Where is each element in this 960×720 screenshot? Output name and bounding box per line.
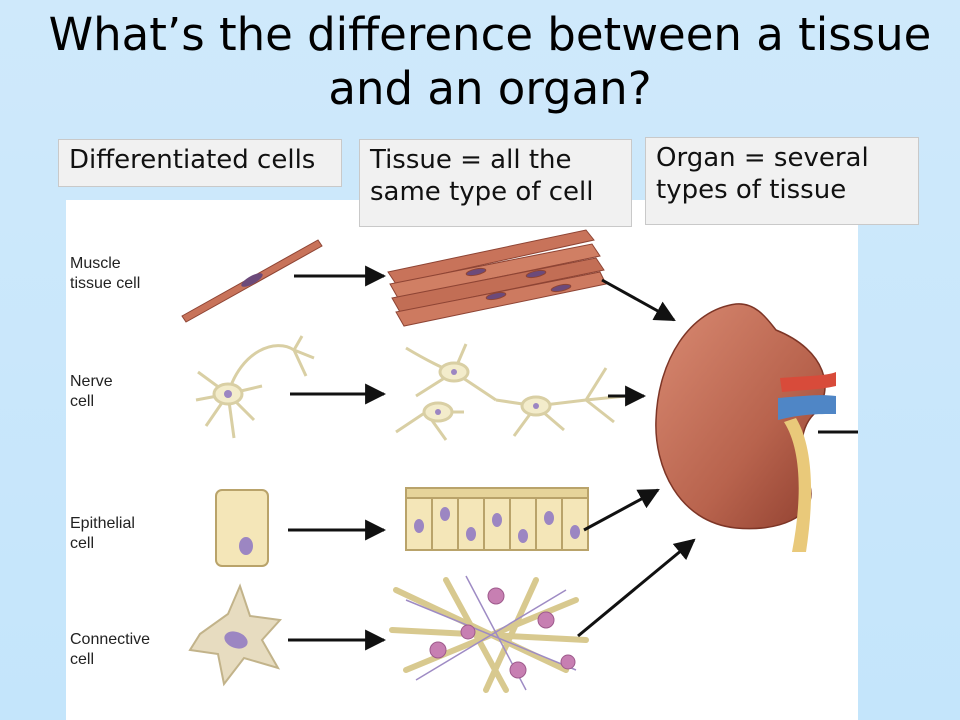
epithelial-tissue-icon [405, 487, 589, 551]
row-label-connective-line1: Connective [70, 631, 151, 648]
row-label-connective: Connective cell [70, 630, 150, 670]
organ-definition-line2: types of tissue [656, 175, 847, 205]
arrow-muscle-to-organ [601, 278, 676, 322]
epithelial-cell-icon [215, 489, 269, 567]
organ-definition-line1: Organ = several [656, 143, 869, 173]
row-label-nerve-line1: Nerve [70, 373, 113, 390]
muscle-cell-icon [181, 239, 323, 323]
nerve-cell-icon [195, 335, 315, 439]
tissue-organ-figure: Muscle tissue cell Nerve cell Epithelial… [66, 200, 858, 720]
tissue-definition-line1: Tissue = all the [370, 145, 572, 175]
differentiated-cells-text: Differentiated cells [69, 145, 316, 175]
arrow-epithelial-to-organ [583, 488, 660, 532]
row-label-nerve: Nerve cell [70, 372, 113, 412]
row-label-muscle: Muscle tissue cell [70, 254, 140, 294]
differentiated-cells-box: Differentiated cells [58, 139, 342, 187]
nerve-tissue-icon [395, 343, 627, 441]
organ-definition-box: Organ = several types of tissue [645, 137, 919, 225]
title-line-1: What’s the difference between a tissue [48, 8, 932, 61]
connective-tissue-icon [389, 575, 589, 693]
muscle-tissue-icon [387, 229, 607, 327]
row-label-muscle-line1: Muscle [70, 255, 121, 272]
arrow-connective-to-organ [577, 538, 696, 638]
row-label-epithelial-line2: cell [70, 535, 95, 552]
tissue-definition-line2: same type of cell [370, 177, 594, 207]
slide-title: What’s the difference between a tissue a… [40, 8, 940, 116]
row-label-epithelial: Epithelial cell [70, 514, 135, 554]
row-label-connective-line2: cell [70, 651, 95, 668]
kidney-organ-icon [655, 303, 858, 552]
connective-cell-icon [188, 583, 283, 687]
title-line-2: and an organ? [328, 62, 652, 115]
tissue-definition-box: Tissue = all the same type of cell [359, 139, 632, 227]
figure-illustration [181, 229, 858, 693]
row-label-muscle-line2: tissue cell [70, 275, 141, 292]
row-label-nerve-line2: cell [70, 393, 95, 410]
row-label-epithelial-line1: Epithelial [70, 515, 135, 532]
